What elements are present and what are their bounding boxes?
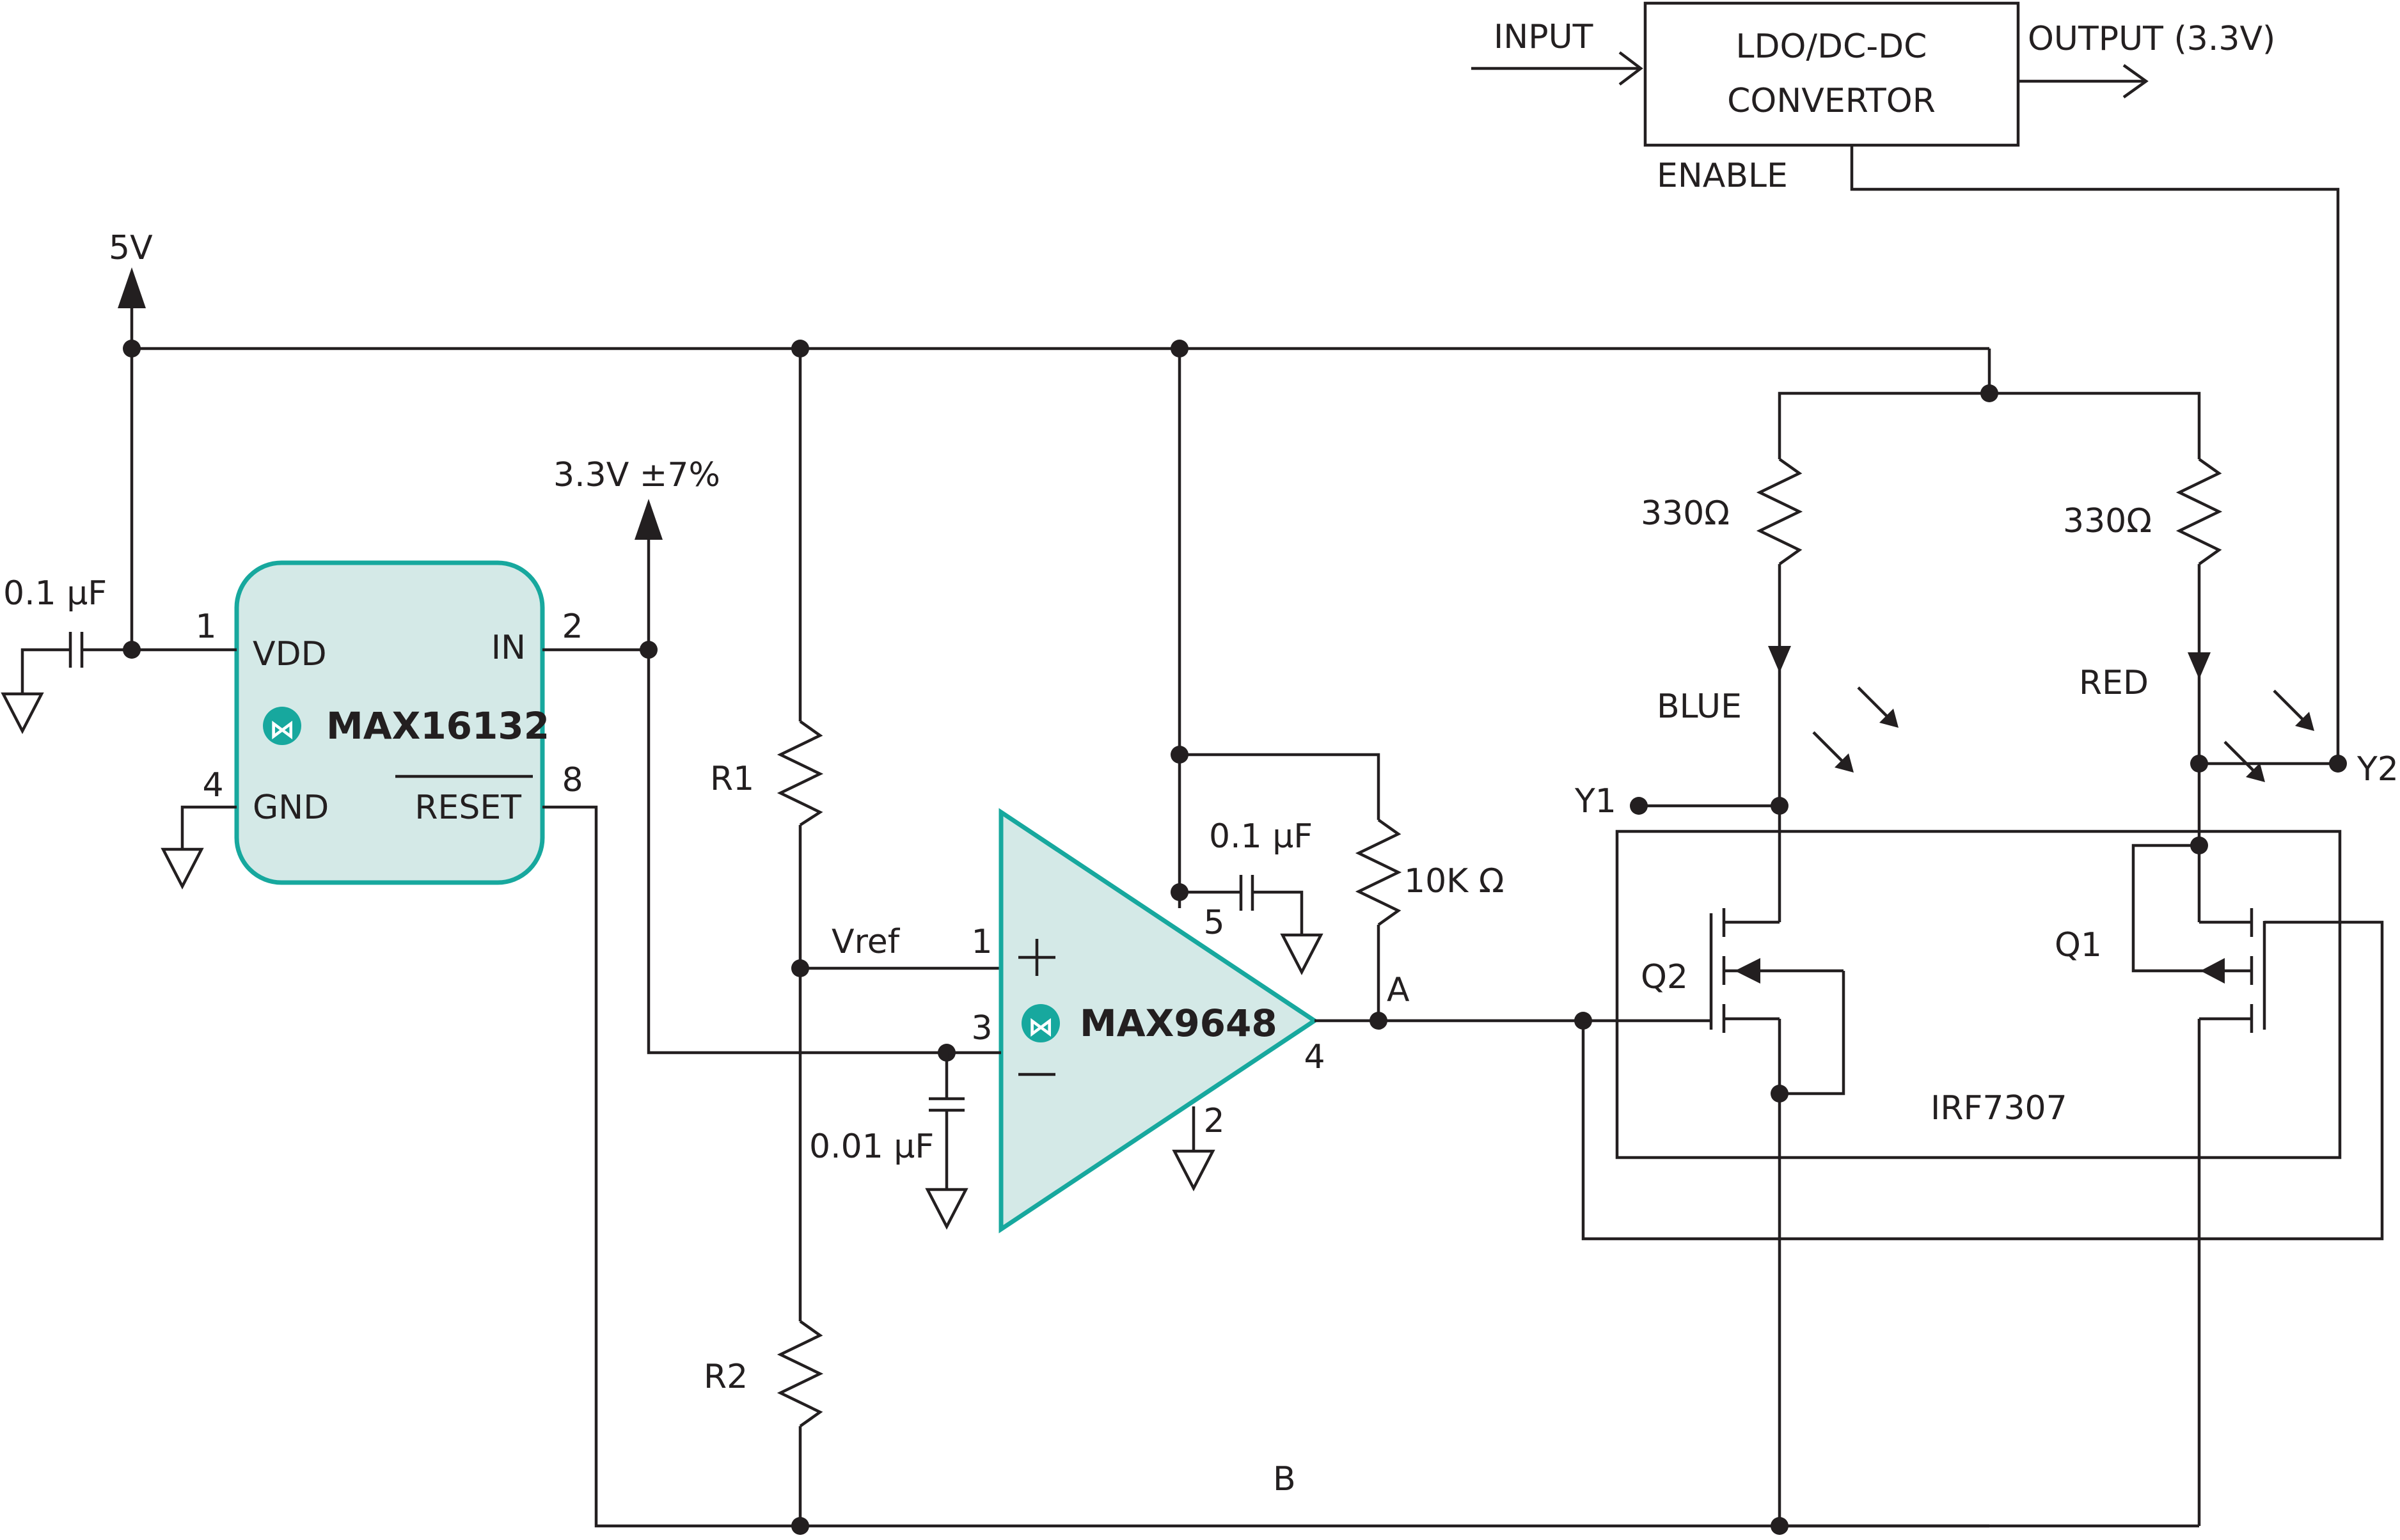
converter-title-2: CONVERTOR [1727, 82, 1936, 120]
resistor-r2 [777, 1320, 824, 1427]
blue-led-icon [1768, 646, 1791, 673]
pin-number-plus: 1 [971, 923, 992, 961]
y2-label: Y2 [2357, 750, 2399, 789]
q1-gate-wire [1581, 920, 2384, 1241]
max16132-name: MAX16132 [326, 704, 549, 748]
pin-label-in: IN [491, 629, 526, 667]
maxim-logo-icon [263, 707, 301, 745]
resistor-blue [1756, 458, 1803, 565]
monitored-label: 3.3V ±7% [553, 456, 720, 494]
red-resistor-label: 330Ω [2063, 502, 2152, 540]
ground-icon [161, 847, 204, 890]
resistor-red [2175, 458, 2223, 565]
y2-terminal [2329, 755, 2347, 773]
mosfet-q1: Q1 [1581, 835, 2384, 1526]
irf7307: IRF7307 Q2 [1574, 806, 2384, 1526]
supply-label: 5V [109, 229, 153, 267]
led-supply-wire [1778, 391, 2201, 459]
converter-block: LDO/DC-DC CONVERTOR INPUT OUTPUT (3.3V) … [1471, 1, 2340, 764]
light-arrow-icon [2295, 712, 2314, 731]
light-arrow-icon [1879, 709, 1899, 728]
junction-dot [1370, 1012, 1387, 1030]
max16132: ⋈ MAX16132 VDD GND IN RESET 1 4 2 8 0.1 … [1, 560, 1989, 1528]
red-led-label: RED [2079, 664, 2149, 702]
ground-icon [1172, 1149, 1215, 1191]
output-label: OUTPUT (3.3V) [2028, 20, 2275, 58]
junction-dot [791, 1517, 809, 1535]
output-arrow-icon [2122, 64, 2149, 98]
svg-text:⋈: ⋈ [1028, 1012, 1054, 1042]
pin-label-reset: RESET [414, 789, 521, 827]
pin-number-reset: 8 [562, 761, 583, 799]
junction-dot [123, 340, 141, 358]
blue-led-label: BLUE [1657, 688, 1742, 726]
light-arrow-icon [2246, 763, 2265, 782]
reset-wire [542, 805, 1989, 1528]
enable-wire [1850, 145, 2340, 764]
irf7307-box [1615, 829, 2342, 1159]
converter-box [1643, 1, 2020, 147]
node-b-label: B [1273, 1460, 1296, 1498]
light-arrow-icon [1835, 753, 1854, 773]
pin-number-out: 4 [1304, 1038, 1325, 1076]
pullup-label: 10K Ω [1404, 862, 1504, 900]
vdd-cap-label: 0.1 μF [3, 574, 107, 613]
ground-icon [1280, 933, 1323, 975]
pin-number-minus: 3 [971, 1009, 992, 1048]
q1-label: Q1 [2055, 926, 2102, 964]
supply-arrow-icon [118, 267, 146, 308]
mosfet-q2: Q2 [1641, 806, 1845, 1526]
r2-label: R2 [704, 1358, 748, 1396]
irf7307-label: IRF7307 [1930, 1089, 2067, 1128]
bottom-rail: B [1273, 1460, 2199, 1535]
ground-icon [1, 692, 44, 734]
max9648-name: MAX9648 [1080, 1002, 1277, 1045]
divider: R1 R2 Vref [704, 349, 1001, 1535]
led-branches: 330Ω BLUE 330Ω RED Y1 Y2 [1574, 384, 2399, 835]
max16132-body [234, 560, 545, 885]
red-led-icon [2188, 652, 2211, 679]
max9648: ⋈ MAX9648 1 3 4 5 2 0.01 μF 0.1 μF [809, 349, 1583, 1234]
maxim-logo-icon [1022, 1004, 1060, 1042]
vref-label: Vref [832, 923, 901, 961]
vcc-cap-label: 0.1 μF [1209, 817, 1313, 856]
input-label: INPUT [1494, 18, 1593, 56]
gnd-wire [180, 805, 237, 849]
input-arrow-icon [1618, 51, 1643, 86]
r1-label: R1 [710, 760, 754, 798]
monitored-arrow-icon [635, 499, 663, 540]
junction-dot [1771, 1085, 1788, 1103]
filter-cap-label: 0.01 μF [809, 1128, 934, 1166]
monitored-rail: 3.3V ±7% [553, 456, 947, 1055]
converter-title-1: LDO/DC-DC [1736, 28, 1927, 66]
pin-number-vdd: 1 [195, 608, 216, 646]
node-a-label: A [1387, 971, 1410, 1009]
pin-number-gnd: 2 [1203, 1102, 1224, 1140]
pin-number-vcc: 5 [1203, 904, 1224, 942]
pin-label-gnd: GND [253, 789, 329, 827]
resistor-r1 [777, 720, 824, 826]
resistor-pullup [1355, 819, 1402, 926]
pin-number-gnd: 4 [202, 766, 223, 805]
ground-icon [925, 1188, 968, 1230]
y1-label: Y1 [1574, 782, 1616, 821]
q2-label: Q2 [1641, 958, 1688, 996]
pin-label-vdd: VDD [253, 635, 327, 673]
enable-label: ENABLE [1657, 157, 1788, 195]
blue-resistor-label: 330Ω [1641, 494, 1730, 533]
pin-number-in: 2 [562, 608, 583, 646]
max9648-body [999, 808, 1319, 1234]
monitored-wire [647, 538, 947, 1055]
svg-text:⋈: ⋈ [269, 715, 295, 744]
junction-dot [1771, 1517, 1788, 1535]
